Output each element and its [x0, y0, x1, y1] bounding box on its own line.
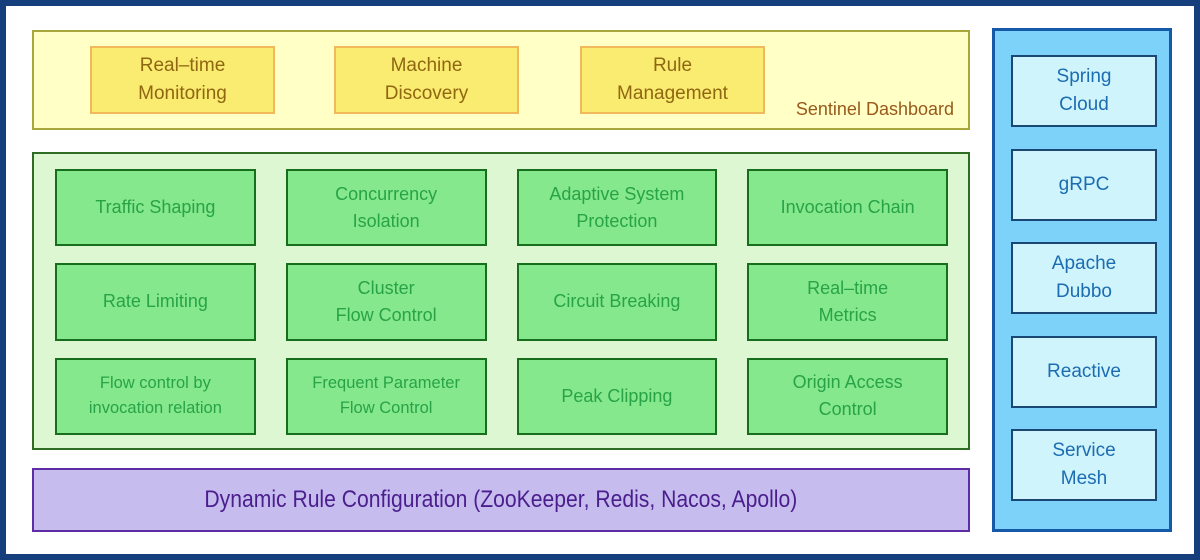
feature-box-invocation-chain: Invocation Chain — [747, 169, 948, 247]
feature-box-label: Invocation Chain — [780, 197, 915, 218]
ecosystem-box-grpc: gRPC — [1011, 148, 1157, 221]
feature-box-label: Traffic Shaping — [95, 197, 216, 218]
dynamic-rule-configuration-bar: Dynamic Rule Configuration (ZooKeeper, R… — [32, 468, 970, 532]
feature-box-label: Flow control by invocation relation — [88, 373, 222, 418]
dynamic-rule-configuration-label: Dynamic Rule Configuration (ZooKeeper, R… — [204, 486, 798, 513]
feature-box-label: Frequent Parameter Flow Control — [312, 373, 460, 418]
dashboard-box-label: Real–time Monitoring — [138, 55, 227, 104]
feature-box-traffic-shaping: Traffic Shaping — [55, 169, 256, 247]
ecosystem-box-label: gRPC — [1058, 173, 1110, 195]
feature-box-label: Circuit Breaking — [553, 291, 681, 312]
ecosystem-box-label: Apache Dubbo — [1051, 253, 1117, 302]
feature-box-label: Peak Clipping — [561, 385, 673, 406]
ecosystem-box-label: Service Mesh — [1052, 440, 1116, 489]
feature-box-concurrency-isolation: Concurrency Isolation — [285, 169, 487, 247]
sentinel-dashboard-panel: Real–time Monitoring Machine Discovery R… — [32, 30, 970, 130]
core-features-panel: Traffic Shaping Concurrency Isolation Ad… — [32, 152, 970, 450]
feature-box-rate-limiting: Rate Limiting — [55, 263, 256, 341]
ecosystem-box-service-mesh: Service Mesh — [1011, 429, 1157, 501]
feature-box-label: Real–time Metrics — [807, 277, 889, 325]
dashboard-box-realtime-monitoring: Real–time Monitoring — [90, 46, 275, 114]
ecosystem-panel: Spring Cloud gRPC Apache Dubbo Reactive … — [992, 28, 1172, 532]
ecosystem-box-label: Reactive — [1047, 360, 1121, 382]
feature-box-realtime-metrics: Real–time Metrics — [747, 263, 948, 341]
feature-box-flow-control-by-invocation-relation: Flow control by invocation relation — [55, 357, 256, 435]
dashboard-box-machine-discovery: Machine Discovery — [334, 46, 519, 114]
ecosystem-box-label: Spring Cloud — [1056, 66, 1112, 115]
feature-box-label: Concurrency Isolation — [335, 183, 438, 231]
feature-box-label: Origin Access Control — [792, 372, 903, 420]
feature-box-origin-access-control: Origin Access Control — [747, 357, 948, 435]
ecosystem-box-reactive: Reactive — [1011, 335, 1157, 408]
feature-box-cluster-flow-control: Cluster Flow Control — [285, 263, 487, 341]
feature-box-peak-clipping: Peak Clipping — [516, 357, 718, 435]
dashboard-box-label: Rule Management — [617, 55, 728, 104]
feature-box-label: Rate Limiting — [102, 291, 208, 312]
ecosystem-box-apache-dubbo: Apache Dubbo — [1011, 242, 1157, 314]
feature-box-adaptive-system-protection: Adaptive System Protection — [516, 169, 718, 247]
dashboard-box-rule-management: Rule Management — [580, 46, 765, 114]
sentinel-dashboard-title: Sentinel Dashboard — [795, 99, 954, 119]
feature-box-circuit-breaking: Circuit Breaking — [516, 263, 718, 341]
feature-box-frequent-parameter-flow-control: Frequent Parameter Flow Control — [285, 357, 487, 435]
feature-box-label: Cluster Flow Control — [335, 277, 437, 325]
ecosystem-box-spring-cloud: Spring Cloud — [1011, 55, 1157, 127]
feature-box-label: Adaptive System Protection — [549, 183, 685, 231]
dashboard-box-label: Machine Discovery — [384, 55, 469, 104]
